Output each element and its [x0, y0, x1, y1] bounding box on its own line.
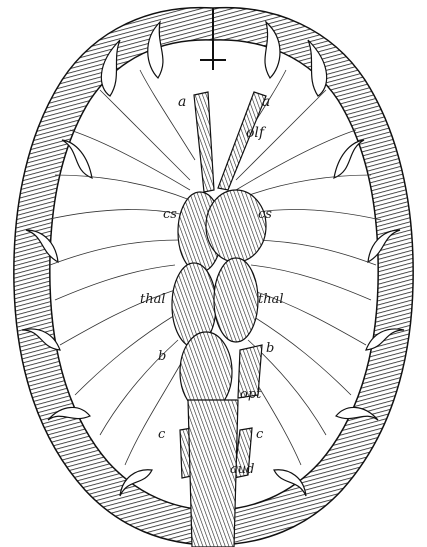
- label-c-left: c: [158, 427, 166, 442]
- label-thal-right: thal: [258, 292, 284, 307]
- label-c-right: c: [256, 427, 264, 442]
- label-olf: olf: [246, 125, 267, 141]
- label-cs-right: cs: [258, 207, 272, 222]
- label-cs-left: cs: [163, 207, 177, 222]
- label-thal-left: thal: [140, 292, 166, 307]
- label-aud: aud: [230, 462, 254, 477]
- label-b-left: b: [158, 349, 166, 364]
- label-b-right: b: [266, 341, 274, 356]
- label-a-left: a: [178, 94, 186, 110]
- label-opt: opt: [240, 387, 262, 402]
- brainstem-structures: [172, 92, 266, 547]
- label-a-right: a: [262, 94, 270, 110]
